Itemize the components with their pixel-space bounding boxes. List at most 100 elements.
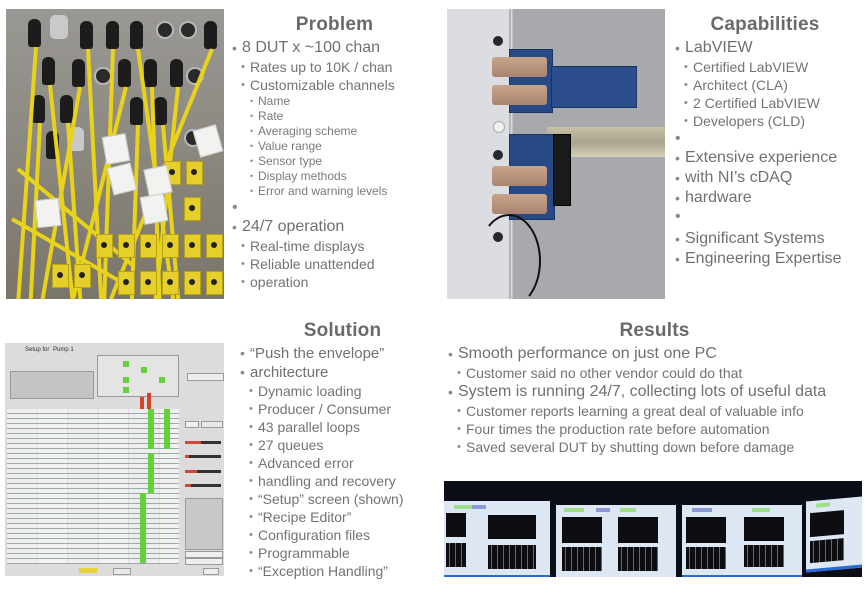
connector-block bbox=[553, 134, 571, 206]
plot-panel bbox=[488, 515, 536, 539]
cable-plug bbox=[154, 97, 167, 125]
terminal-tab bbox=[492, 85, 547, 105]
list-item: Display methods bbox=[232, 169, 437, 184]
status-green bbox=[159, 377, 165, 383]
list-item: LabVIEW bbox=[675, 38, 865, 58]
section-title: Results bbox=[619, 320, 690, 341]
list-item: 2 Certified LabVIEW bbox=[675, 94, 865, 112]
plot-panel bbox=[810, 510, 844, 538]
cable-plug bbox=[32, 95, 45, 123]
waveform-plot bbox=[488, 545, 536, 569]
status-column-green bbox=[140, 493, 146, 563]
cable-plug bbox=[42, 57, 55, 85]
capabilities-list: LabVIEW Certified LabVIEW Architect (CLA… bbox=[675, 38, 865, 269]
ui-button[interactable] bbox=[185, 421, 199, 428]
list-item: Smooth performance on just one PC bbox=[448, 344, 866, 364]
status-green bbox=[141, 367, 147, 373]
cable-label-tag bbox=[106, 162, 138, 196]
setup-screen-screenshot: Setup for Pump 1 bbox=[5, 343, 224, 576]
thermocouple-jack bbox=[184, 197, 201, 221]
thermocouple-jack bbox=[162, 271, 179, 295]
status-column-green bbox=[148, 409, 154, 449]
ui-slider[interactable] bbox=[185, 484, 221, 487]
status-column-green bbox=[148, 453, 154, 493]
list-item: “Push the envelope” bbox=[240, 344, 445, 363]
list-item: 43 parallel loops bbox=[240, 418, 445, 436]
control-room-monitors-photo bbox=[444, 481, 862, 577]
ui-button[interactable] bbox=[113, 568, 131, 575]
status-bar bbox=[454, 505, 474, 509]
list-item: “Recipe Editor” bbox=[240, 508, 445, 526]
info-panel bbox=[10, 371, 94, 399]
waveform-plot bbox=[562, 547, 602, 571]
status-bar-red bbox=[147, 393, 151, 409]
plot-panel bbox=[686, 517, 726, 543]
pump-name: Pump 1 bbox=[53, 347, 74, 353]
ui-slider[interactable] bbox=[185, 441, 221, 444]
cable-plug bbox=[106, 21, 119, 49]
cable-plug bbox=[50, 15, 68, 39]
status-bar bbox=[620, 508, 636, 512]
list-item: Programmable bbox=[240, 544, 445, 562]
thermocouple-jack bbox=[206, 234, 223, 258]
thermocouple-jack bbox=[162, 234, 179, 258]
cable-label-tag bbox=[34, 197, 62, 229]
cable-plug bbox=[204, 21, 217, 49]
rack-hole bbox=[493, 150, 503, 160]
cables-panel-photo bbox=[6, 9, 224, 299]
thermocouple-jack bbox=[118, 271, 135, 295]
ui-button-yellow[interactable] bbox=[79, 568, 97, 573]
section-title: Capabilities bbox=[710, 14, 820, 35]
status-bar bbox=[692, 508, 712, 512]
section-title: Problem bbox=[295, 14, 374, 35]
list-item: Four times the production rate before au… bbox=[448, 420, 866, 438]
rack-hardware-photo bbox=[447, 9, 665, 299]
capabilities-section: Capabilities LabVIEW Certified LabVIEW A… bbox=[675, 14, 865, 269]
cable-plug bbox=[144, 59, 157, 87]
ui-button[interactable] bbox=[185, 551, 223, 558]
status-bar bbox=[472, 505, 486, 509]
thermocouple-jack bbox=[52, 264, 69, 288]
list-item: Error and warning levels bbox=[232, 184, 437, 199]
problem-section: Problem 8 DUT x ~100 chan Rates up to 10… bbox=[232, 14, 437, 291]
ui-button[interactable] bbox=[185, 558, 223, 565]
cdaq-module bbox=[551, 66, 637, 108]
rack-hole bbox=[493, 36, 503, 46]
ui-button[interactable] bbox=[201, 421, 223, 428]
cable-plug bbox=[130, 97, 143, 125]
cable-plug bbox=[80, 21, 93, 49]
list-item: 27 queues bbox=[240, 436, 445, 454]
list-item: Value range bbox=[232, 139, 437, 154]
status-bar bbox=[752, 508, 770, 512]
cable-plug bbox=[170, 59, 183, 87]
spacer bbox=[232, 199, 437, 217]
results-list: Smooth performance on just one PC Custom… bbox=[448, 344, 866, 456]
list-item-continuation: “Exception Handling” bbox=[240, 562, 445, 580]
setup-for-label: Setup for bbox=[25, 347, 50, 353]
list-item: Reliable unattended bbox=[232, 255, 437, 273]
waveform-plot bbox=[744, 545, 784, 567]
thermocouple-jack bbox=[74, 264, 91, 288]
list-item-continuation: Architect (CLA) bbox=[675, 76, 865, 94]
monitor-screen bbox=[806, 496, 862, 573]
list-item-continuation: hardware bbox=[675, 188, 865, 208]
select-field[interactable] bbox=[187, 373, 224, 381]
section-title: Solution bbox=[303, 320, 382, 341]
monitor-screen bbox=[444, 501, 550, 577]
dut-table bbox=[97, 355, 179, 397]
list-item: Significant Systems bbox=[675, 229, 865, 249]
list-item: Extensive experience bbox=[675, 148, 865, 168]
cable-plug bbox=[118, 59, 131, 87]
list-item: Averaging scheme bbox=[232, 124, 437, 139]
solution-section: Solution “Push the envelope” architectur… bbox=[240, 320, 445, 580]
terminal-tab bbox=[492, 166, 547, 186]
ui-button[interactable] bbox=[203, 568, 219, 575]
thermocouple-jack bbox=[186, 161, 203, 185]
cable-label-tag bbox=[101, 133, 131, 165]
ui-slider[interactable] bbox=[185, 470, 221, 473]
thermocouple-jack bbox=[140, 234, 157, 258]
rack-hole bbox=[493, 121, 505, 133]
ui-slider[interactable] bbox=[185, 455, 221, 458]
thermocouple-jack bbox=[184, 234, 201, 258]
cable-plug bbox=[72, 59, 85, 87]
